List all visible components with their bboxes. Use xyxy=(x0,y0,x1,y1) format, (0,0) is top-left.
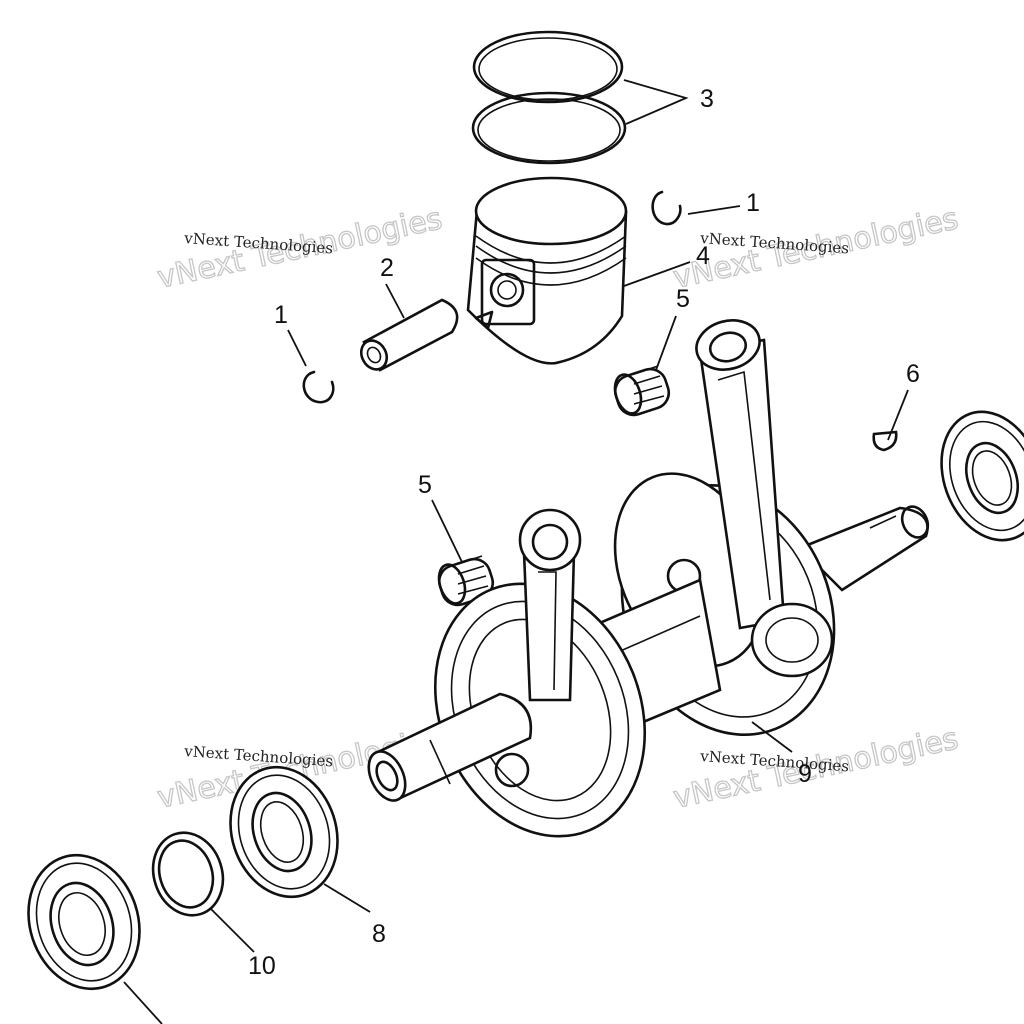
leader-bottom-left xyxy=(123,981,163,1024)
circlip-left xyxy=(302,370,335,404)
leader-4 xyxy=(623,261,691,287)
seal-right xyxy=(940,410,1024,542)
crankshaft-assembly xyxy=(367,319,930,838)
callout-5-lower: 5 xyxy=(418,471,432,499)
callout-1-right: 1 xyxy=(746,189,760,217)
leader-5-upper xyxy=(655,315,677,371)
callout-6: 6 xyxy=(906,360,920,388)
leader-3 xyxy=(623,79,689,125)
callout-5-upper: 5 xyxy=(676,285,690,313)
leader-9 xyxy=(751,721,793,753)
leader-6 xyxy=(887,389,909,441)
callouts: 3 1 4 2 1 5 6 5 9 8 10 xyxy=(248,85,920,980)
callout-2: 2 xyxy=(380,254,394,282)
callout-8: 8 xyxy=(372,920,386,948)
watermark-top-left: vNext Technologies vNext Technologies xyxy=(154,201,446,297)
leader-8 xyxy=(323,883,371,913)
leader-2 xyxy=(385,283,405,319)
piston-rings xyxy=(471,30,627,165)
circlip-right xyxy=(651,190,682,226)
leader-5-lower xyxy=(431,499,463,563)
watermark-top-right: vNext Technologies vNext Technologies xyxy=(670,201,962,297)
woodruff-key xyxy=(872,430,898,452)
watermark-bottom-right: vNext Technologies vNext Technologies xyxy=(670,721,962,817)
spacer-ring xyxy=(151,831,225,917)
piston xyxy=(466,176,628,365)
main-bearing xyxy=(229,765,339,899)
leader-1-right xyxy=(687,205,741,215)
wrist-pin xyxy=(359,298,459,372)
leader-1-left xyxy=(287,329,307,367)
seal-left xyxy=(27,853,141,991)
needle-bearing-upper xyxy=(613,365,671,417)
leader-lines xyxy=(123,79,909,1024)
leader-10 xyxy=(209,907,255,953)
callout-3: 3 xyxy=(700,85,714,113)
callout-4: 4 xyxy=(696,242,710,270)
callout-9: 9 xyxy=(798,760,812,788)
callout-1-left: 1 xyxy=(274,301,288,329)
callout-10: 10 xyxy=(248,952,276,980)
